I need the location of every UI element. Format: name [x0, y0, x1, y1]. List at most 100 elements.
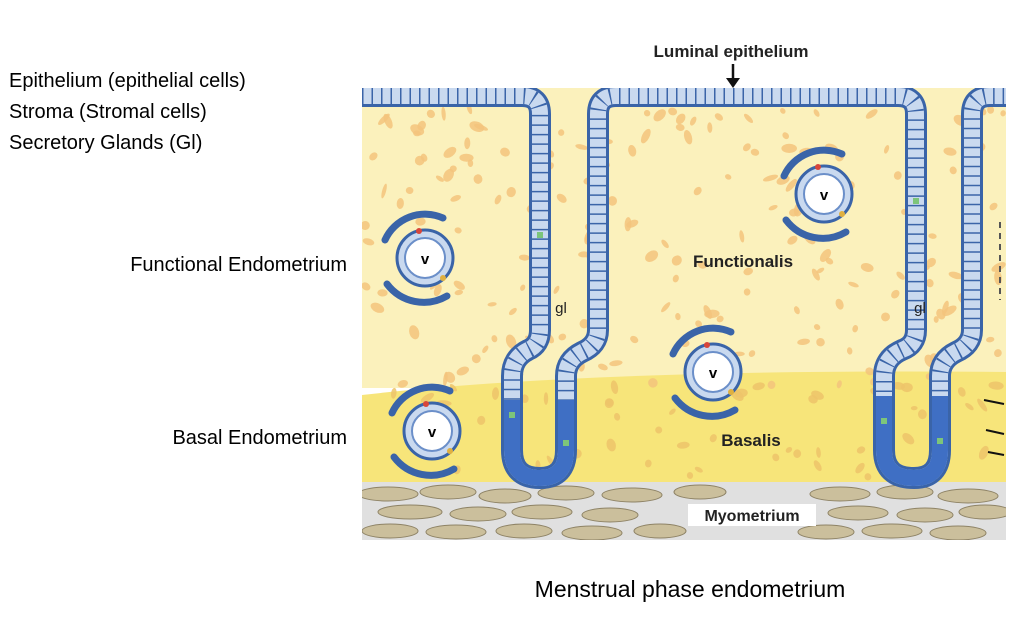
stromal-cell	[977, 398, 988, 412]
stromal-cell	[695, 320, 703, 328]
stromal-cell	[614, 412, 621, 421]
stromal-cell	[464, 137, 471, 150]
stromal-cell	[739, 230, 745, 243]
stromal-cell	[661, 239, 669, 249]
stromal-cell	[694, 466, 703, 473]
luminal-arrow-head	[726, 78, 740, 88]
stromal-cell	[689, 116, 697, 126]
stromal-cell	[813, 324, 821, 331]
blood-vessel: v	[381, 210, 455, 306]
stromal-cell	[762, 174, 779, 182]
stromal-cell	[780, 108, 786, 114]
stromal-cell	[768, 205, 778, 211]
stromal-cell	[453, 280, 465, 290]
stromal-cell	[459, 153, 474, 162]
epithelium-cells	[362, 88, 1006, 486]
myometrium-label: Myometrium	[704, 508, 799, 525]
stromal-cell	[491, 387, 500, 400]
stromal-cell	[933, 316, 939, 323]
gland-label-right: gl	[914, 300, 926, 317]
stromal-cell	[785, 446, 793, 453]
stromal-cell	[435, 175, 444, 182]
stromal-cell	[782, 132, 790, 140]
stromal-cell	[816, 267, 825, 274]
stromal-cell	[607, 196, 618, 206]
stromal-cell	[396, 198, 404, 209]
stromal-cell	[383, 113, 393, 129]
stromal-cell	[676, 441, 690, 449]
stromal-cell	[626, 219, 639, 228]
stromal-cell	[989, 202, 998, 211]
stromal-cell	[397, 380, 408, 388]
basal-gland-right	[876, 396, 948, 486]
stromal-cell	[578, 251, 590, 258]
stromal-cell	[473, 123, 489, 131]
stromal-cell	[675, 123, 685, 131]
stromal-cell	[443, 168, 455, 182]
stromal-cell	[449, 165, 457, 173]
stromal-cell	[743, 113, 754, 124]
legend: Epithelium (epithelial cells) Stroma (St…	[9, 66, 246, 159]
stromal-cell	[813, 109, 820, 117]
vessel-label: v	[820, 187, 829, 204]
stromal-cell	[410, 124, 425, 136]
stromal-cell	[443, 146, 457, 158]
stromal-cell	[893, 171, 902, 180]
stromal-cell	[520, 284, 526, 291]
stromal-cell	[362, 220, 370, 231]
stromal-cell	[369, 152, 378, 161]
stromal-cell	[518, 254, 530, 261]
stromal-cell	[991, 262, 1006, 272]
stromal-cell	[628, 144, 637, 157]
stromal-cell	[787, 235, 798, 245]
stromal-cell	[575, 144, 588, 150]
stromal-cell	[441, 106, 446, 121]
stromal-cell	[793, 449, 802, 458]
functionalis-label: Functionalis	[693, 252, 793, 271]
stromal-cell	[433, 284, 442, 297]
stromal-cell	[767, 380, 776, 389]
stromal-cell	[896, 271, 905, 280]
stromal-cell	[473, 174, 483, 184]
stromal-cell	[925, 257, 937, 268]
stromal-cell	[669, 408, 676, 415]
stromal-cell	[672, 274, 679, 283]
stromal-cell	[409, 325, 420, 340]
stromal-cell	[610, 380, 619, 395]
stromal-cell	[1000, 110, 1006, 117]
stromal-cell	[891, 289, 900, 299]
stromal-cell	[487, 302, 497, 307]
stromal-cell	[928, 233, 937, 239]
blood-vessel: v	[780, 146, 854, 242]
stromal-cell	[813, 460, 822, 472]
stromal-cell	[655, 426, 663, 434]
stromal-cell	[941, 300, 949, 315]
stromal-cell	[661, 302, 671, 313]
stromal-cell	[704, 309, 720, 319]
stromal-cell	[811, 268, 820, 281]
stromal-cell	[420, 153, 428, 162]
stromal-cell	[716, 315, 724, 323]
stromal-cell	[494, 194, 502, 205]
stromal-cell	[609, 360, 623, 367]
stromal-cell	[852, 325, 859, 333]
stromal-cell	[910, 405, 918, 411]
basal-endometrium-label: Basal Endometrium	[172, 427, 347, 449]
basalis-label: Basalis	[721, 431, 781, 450]
stromal-cell	[743, 267, 754, 276]
stromal-cell	[579, 319, 589, 329]
stromal-cell	[917, 409, 927, 420]
stromal-cell	[714, 113, 723, 121]
stromal-cell	[500, 147, 510, 157]
legend-glands: Secretory Glands (Gl)	[9, 132, 203, 154]
stromal-cell	[405, 186, 414, 195]
stromal-cell	[671, 255, 682, 266]
stromal-cell	[949, 166, 957, 175]
stromal-cell	[994, 349, 1002, 358]
stromal-cell	[640, 128, 651, 144]
stromal-cell	[892, 382, 905, 390]
stromal-cell	[449, 383, 457, 392]
functional-endometrium-label: Functional Endometrium	[130, 254, 347, 276]
stromal-cell	[965, 402, 974, 411]
